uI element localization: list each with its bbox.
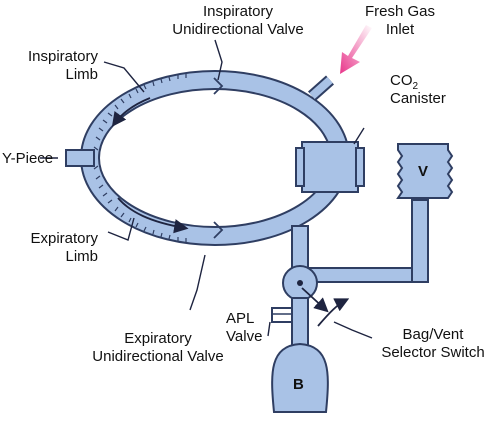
bag-neck: [291, 297, 309, 347]
apl-valve: [271, 307, 293, 323]
y-piece-label: Y-Piece: [2, 150, 54, 167]
leader-lines: [40, 39, 373, 339]
selector-pivot: [297, 280, 303, 286]
co2-canister: [295, 141, 365, 193]
apl-valve-label: APL Valve: [226, 310, 263, 345]
expiratory-flow-arrow: [117, 197, 189, 234]
bag-vent-selector-label: Bag/Vent Selector Switch: [381, 326, 485, 361]
reservoir-bag: [271, 342, 329, 413]
fresh-gas-arrow: [340, 25, 372, 74]
inspiratory-valve-mark: [213, 77, 224, 95]
expiratory-valve-mark: [213, 221, 224, 239]
expiratory-limb-corrugation: [93, 165, 187, 242]
inspiratory-valve-label: Inspiratory Unidirectional Valve: [172, 3, 304, 38]
selector-arrow-right: [301, 287, 329, 313]
fresh-gas-label: Fresh Gas Inlet: [364, 3, 436, 38]
inspiratory-flow-arrow: [111, 97, 151, 127]
selector-arrow-up: [317, 298, 350, 327]
ventilator-label: V: [418, 163, 429, 180]
ventilator-bellows: [396, 143, 454, 199]
inspiratory-limb-label: Inspiratory Limb: [27, 48, 98, 83]
expiratory-limb-label: Expiratory Limb: [30, 230, 98, 265]
fresh-gas-inlet-tube: [308, 75, 334, 101]
inspiratory-limb-corrugation: [93, 74, 187, 151]
expiratory-valve-label: Expiratory Unidirectional Valve: [92, 330, 224, 365]
co2-canister-label: CO2 Canister: [390, 72, 446, 107]
bag-vent-tube: [291, 199, 429, 283]
y-piece-tube: [65, 149, 95, 167]
bag-label: B: [293, 376, 304, 393]
